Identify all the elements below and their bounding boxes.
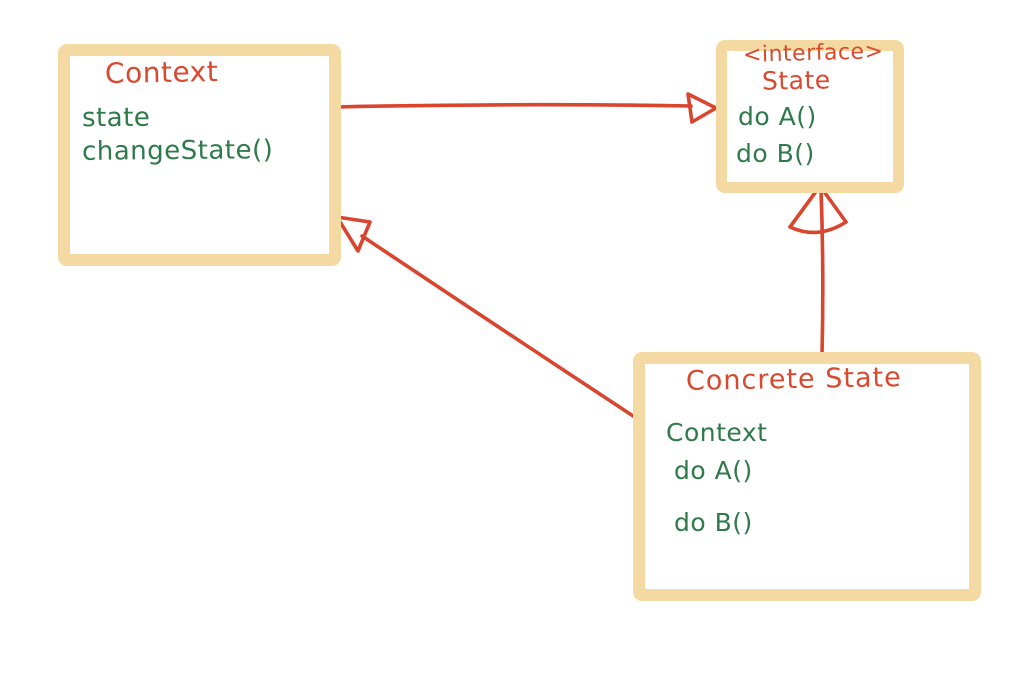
- arrow-context-to-state: [334, 92, 718, 124]
- concrete-state-member-context: Context: [666, 418, 768, 447]
- arrow-concrete-state-to-state: [788, 184, 848, 358]
- state-member-do-a: do A(): [738, 102, 817, 131]
- context-member-state: state: [81, 102, 151, 134]
- context-class-box: Context state changeState(): [58, 44, 341, 266]
- arrow-concrete-state-to-context: [335, 215, 667, 439]
- concrete-state-member-do-a: do A(): [674, 456, 753, 485]
- context-class-title: Context: [104, 55, 219, 90]
- concrete-state-title: Concrete State: [685, 362, 902, 397]
- context-member-changestate: changeState(): [81, 135, 274, 167]
- state-member-do-b: do B(): [736, 139, 815, 168]
- state-interface-stereotype: <interface>: [742, 39, 884, 68]
- concrete-state-member-do-b: do B(): [674, 508, 753, 537]
- concrete-state-class-box: Concrete State Context do A() do B(): [633, 352, 981, 601]
- state-interface-title: State: [761, 65, 831, 96]
- state-interface-box: <interface> State do A() do B(): [716, 39, 904, 193]
